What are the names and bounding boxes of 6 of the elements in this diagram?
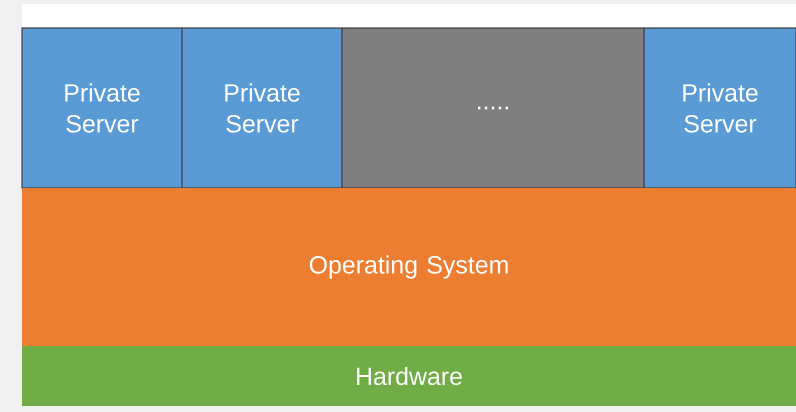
layer-band: Operating System <box>22 188 796 346</box>
server-box: Private Server <box>643 27 796 189</box>
server-box: Private Server <box>181 27 343 189</box>
server-box: Private Server <box>21 27 183 189</box>
placeholder-box: ..... <box>341 27 645 189</box>
layer-band: Hardware <box>22 346 796 406</box>
